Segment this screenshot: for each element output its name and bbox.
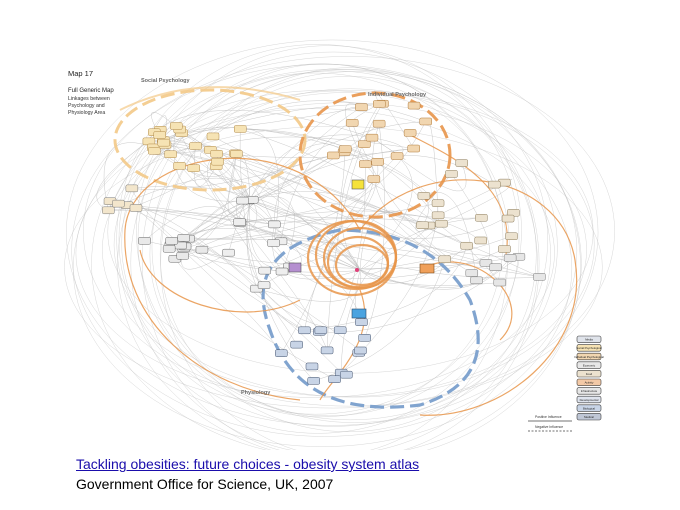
positive-influence-label: Positive Influence [535,415,562,419]
legend-item: Individual Psychological [574,352,604,361]
legend-label: Biological [583,406,595,410]
legend-label: Medical [584,415,594,419]
feedback-loops [113,86,480,409]
influence-key: Positive Influence Negative Influence [528,415,572,432]
legend-label: Social Psychological [576,346,602,350]
legend-item: Food [576,370,602,378]
legend-label: Food [586,372,593,376]
legend-item: Biological [576,404,602,412]
map-title-line-2: Linkages between [68,96,110,102]
map-nodes [102,99,546,385]
legend-label: Developmental [580,398,599,402]
map-title: Map 17 Full Generic Map Linkages between… [68,69,114,116]
map-number: Map 17 [68,69,93,78]
map-title-line-4: Physiology Area [68,110,105,116]
legend-item: Infrastructure [576,387,602,395]
legend-item: Developmental [576,395,602,404]
legend-label: Activity [585,381,594,385]
source-attribution: Government Office for Science, UK, 2007 [76,476,334,492]
legend-item: Media [576,335,602,343]
atlas-source-link[interactable]: Tackling obesities: future choices - obe… [76,456,420,472]
orange-links [124,134,578,416]
obesity-system-map: Map 17 Full Generic Map Linkages between… [64,39,615,450]
map-title-line-1: Full Generic Map [68,88,114,94]
legend-label: Economic [583,363,596,367]
legend-item: Economic [576,361,602,369]
legend-label: Media [585,338,593,342]
map-title-line-3: Psychology and [68,103,105,109]
cluster-label-physiology: Physiology [241,390,271,396]
legend-item: Medical [576,413,602,421]
legend-label: Individual Psychological [574,355,604,359]
legend-label: Infrastructure [581,389,598,393]
legend-item: Activity [576,378,602,386]
legend-item: Social Psychological [576,344,602,352]
cluster-label-social: Social Psychology [141,78,191,84]
cluster-label-individual: Individual Psychology [368,92,427,98]
negative-influence-label: Negative Influence [535,425,563,429]
